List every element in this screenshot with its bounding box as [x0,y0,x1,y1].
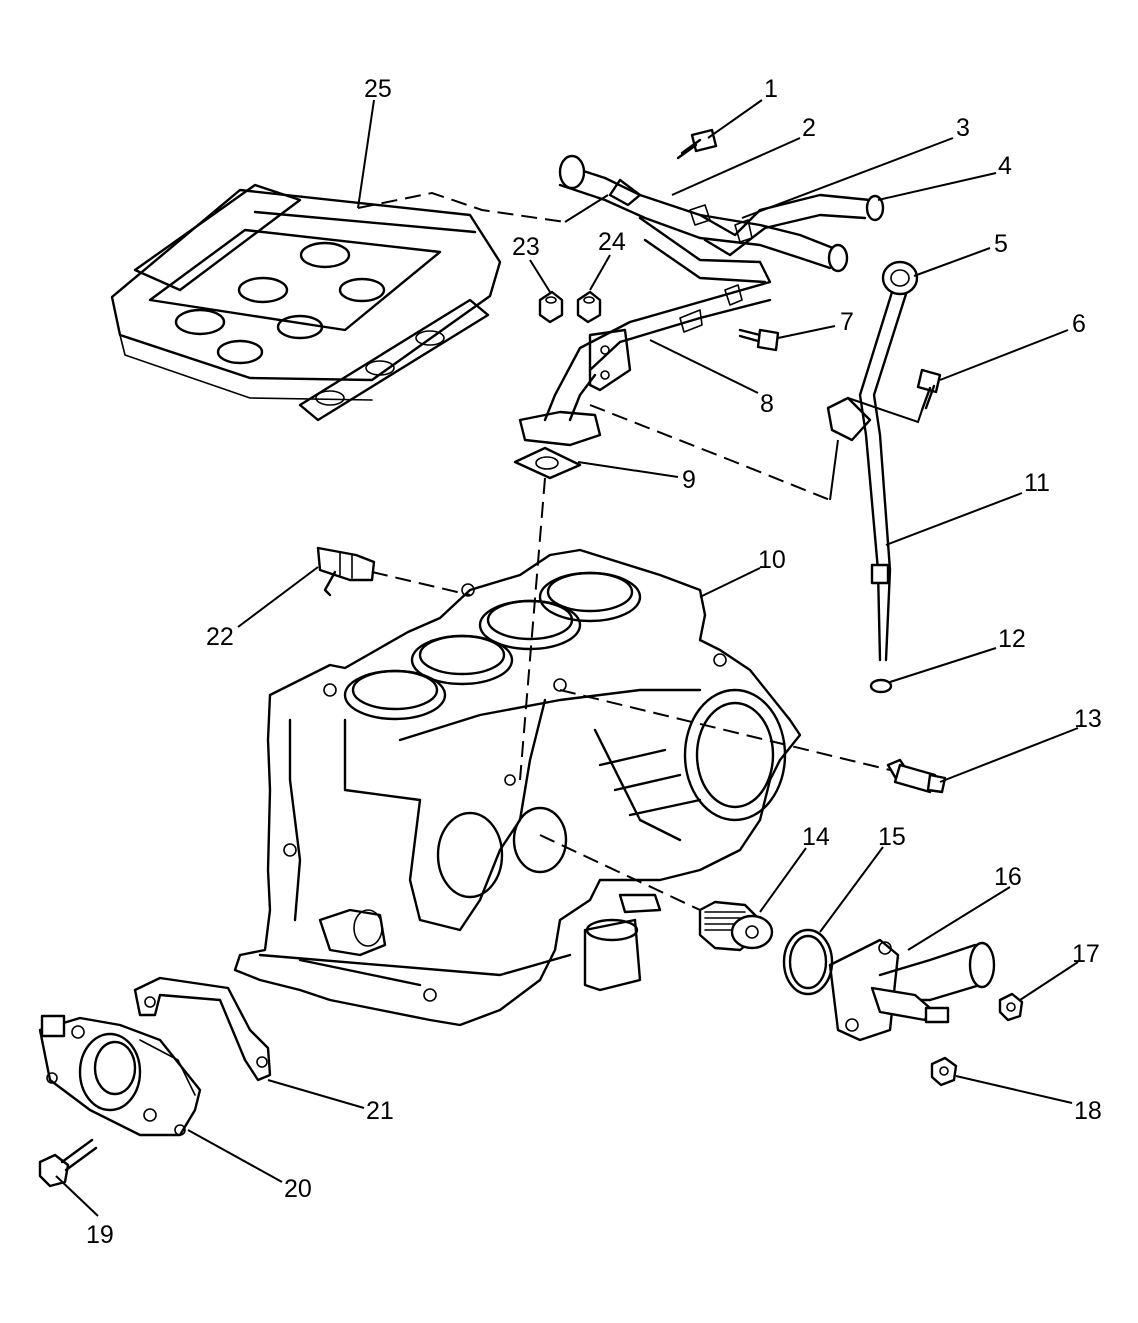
nut-17-part [998,992,1024,1022]
callout-9: 9 [682,466,696,494]
bolt-1-part [676,128,718,160]
callout-25: 25 [364,75,392,103]
callout-13: 13 [1074,705,1102,733]
callout-20: 20 [284,1175,312,1203]
bolt-7-part [738,328,780,352]
callout-23: 23 [512,233,540,261]
callout-17: 17 [1072,940,1100,968]
connector-lines [357,191,923,911]
washer-part [869,678,893,694]
callout-10: 10 [758,546,786,574]
intake-manifold-part [110,183,502,422]
o-ring-part [782,928,834,996]
callout-4: 4 [998,152,1012,180]
nut-24-part [576,290,602,324]
oil-pump-gasket-part [133,976,272,1082]
callout-12: 12 [998,625,1026,653]
callout-15: 15 [878,823,906,851]
water-pipe-assembly [518,154,885,447]
callout-6: 6 [1072,310,1086,338]
callout-8: 8 [760,390,774,418]
callout-24: 24 [598,228,626,256]
oil-pressure-switch-part [886,758,947,794]
callout-3: 3 [956,114,970,142]
bolt-6-part [916,368,942,412]
thermostat-part [698,900,774,952]
callout-1: 1 [764,75,778,103]
callout-7: 7 [840,308,854,336]
nut-18-part [930,1056,958,1087]
nut-23-part [538,290,564,324]
callout-16: 16 [994,863,1022,891]
bolt-19-part [38,1138,98,1188]
callout-leaders [55,99,1079,1217]
callout-22: 22 [206,623,234,651]
cylinder-block-part [233,548,802,1027]
callout-14: 14 [802,823,830,851]
callout-21: 21 [366,1097,394,1125]
callout-5: 5 [994,230,1008,258]
gasket-part [513,446,582,480]
water-inlet-part [828,938,996,1042]
callout-2: 2 [802,114,816,142]
callout-18: 18 [1074,1097,1102,1125]
callout-11: 11 [1024,469,1050,497]
oil-dipstick-part [826,260,919,662]
callout-19: 19 [86,1221,114,1249]
knock-sensor-part [316,546,376,597]
callout-numbers: 1 2 3 4 5 6 7 8 9 10 11 12 13 14 15 16 1… [86,75,1102,1249]
oil-pump-part [38,1014,202,1137]
